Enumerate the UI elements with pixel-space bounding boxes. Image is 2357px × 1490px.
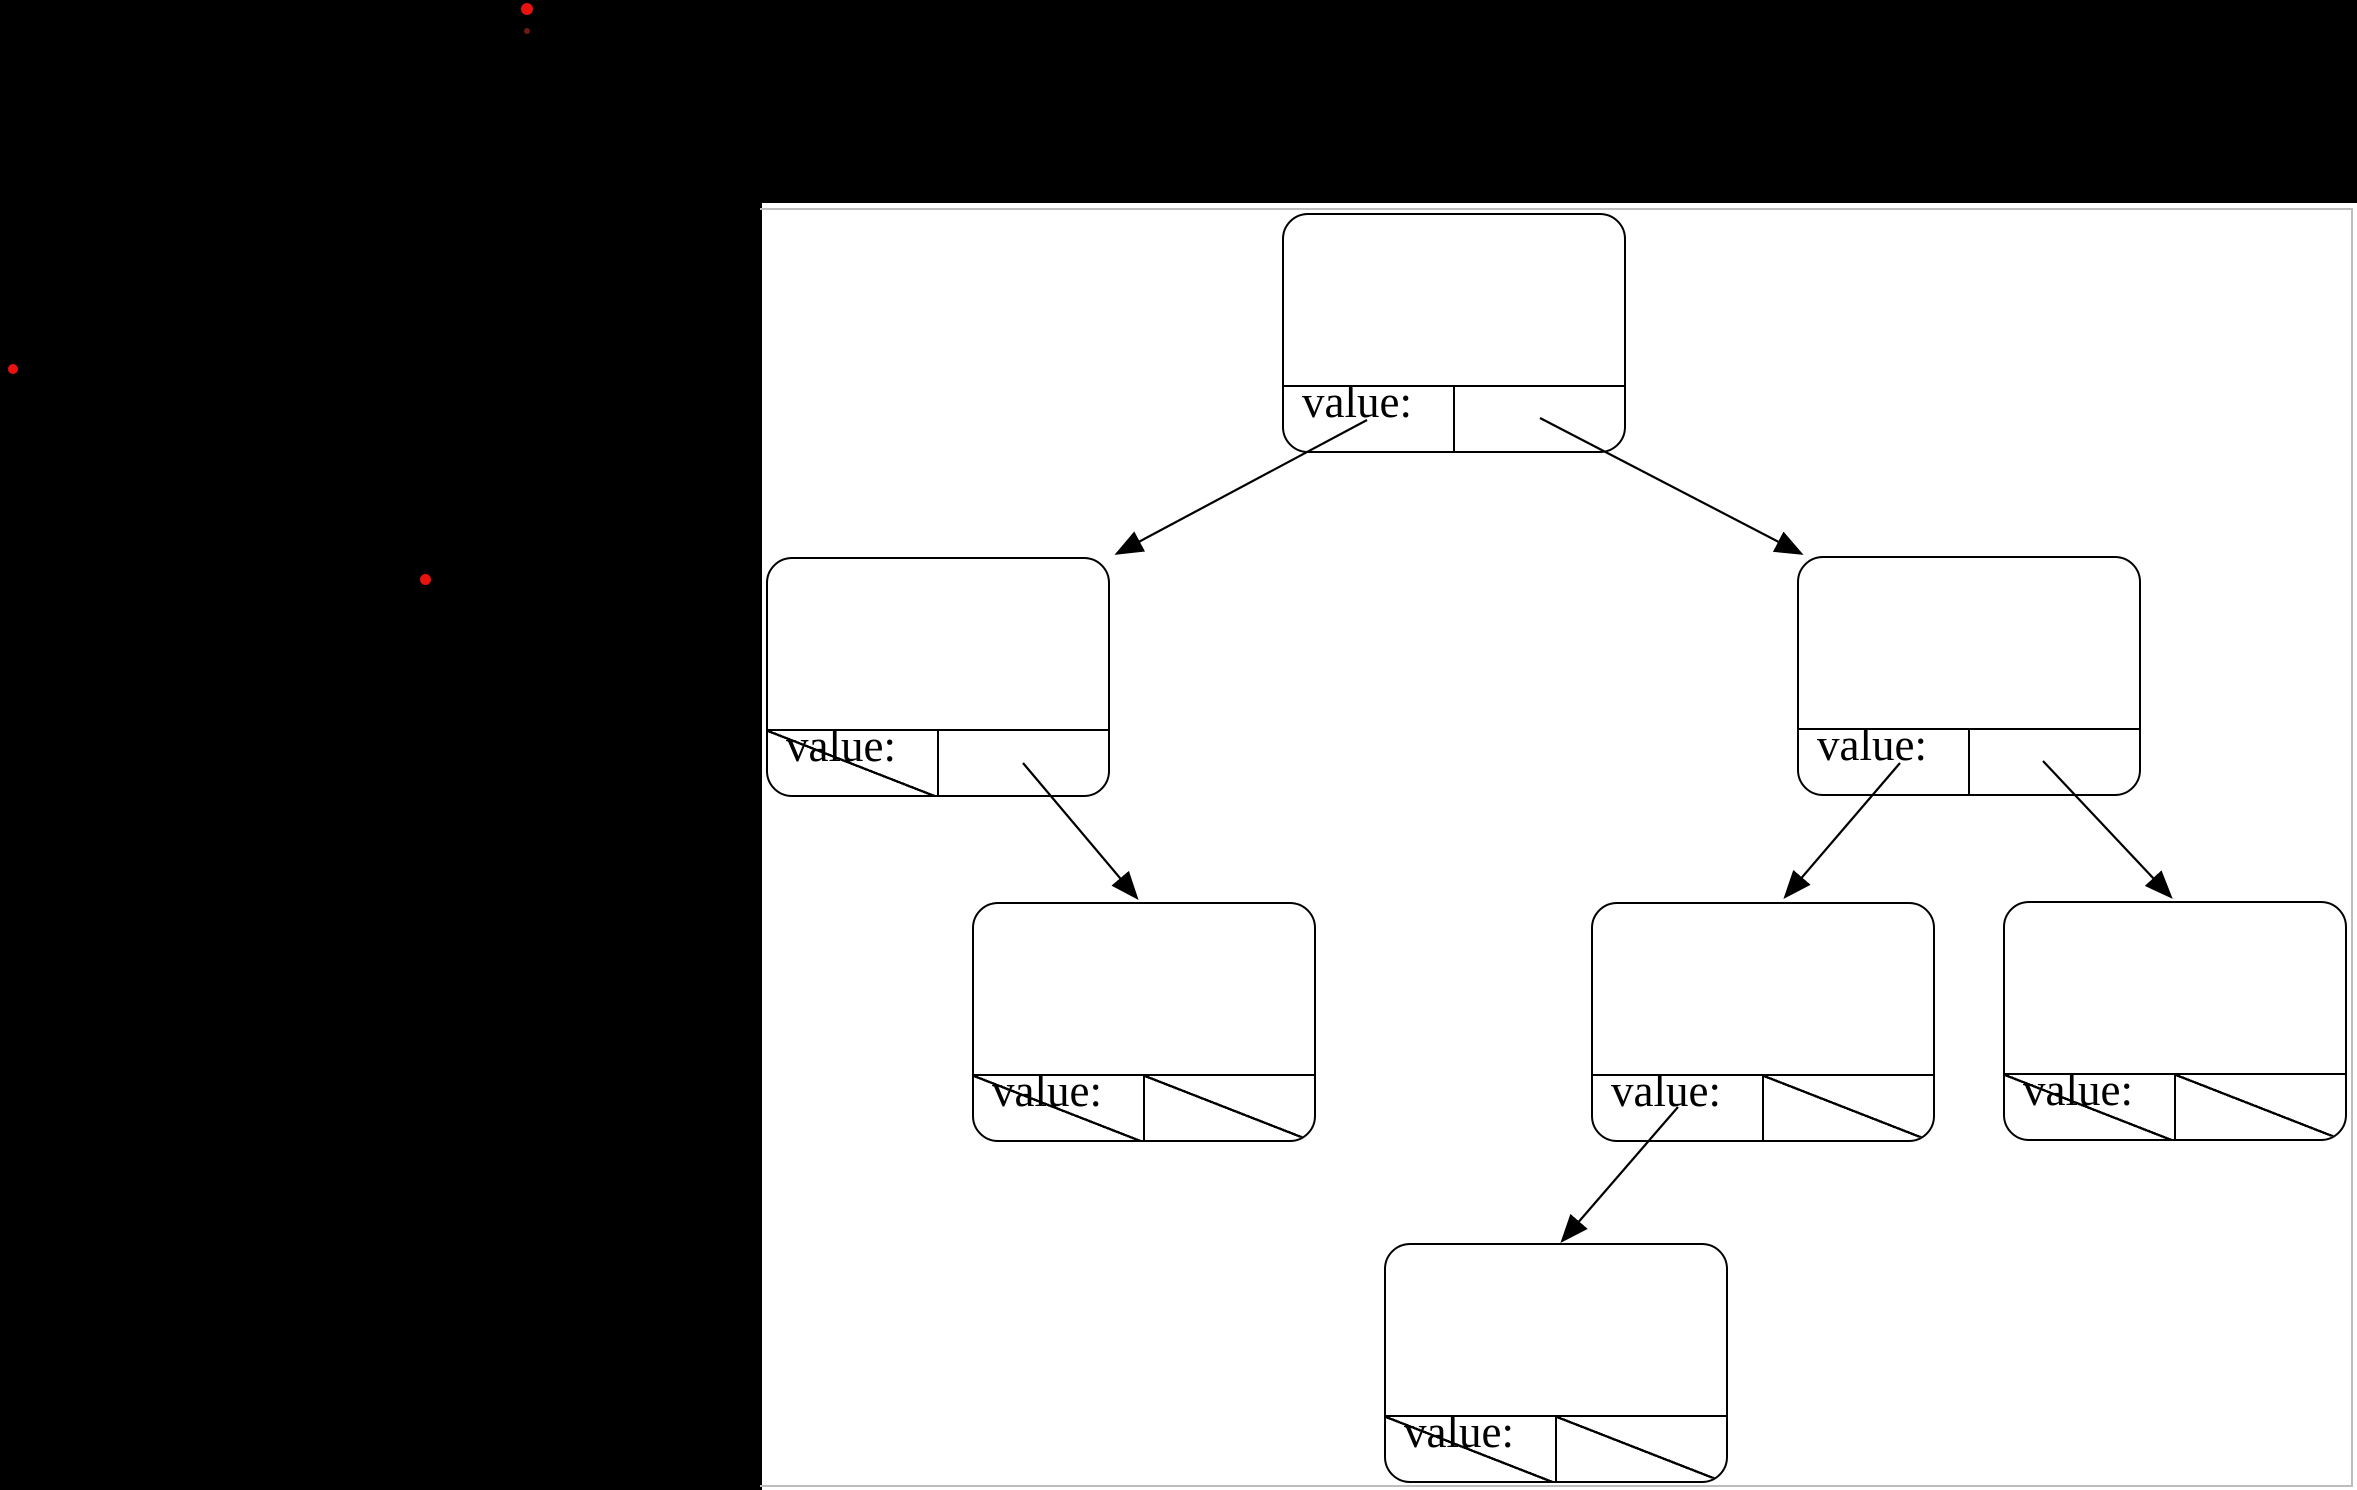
- pointer-cells: [974, 1074, 1314, 1140]
- null-slash-icon: [1557, 1417, 1726, 1481]
- pointer-cells: [1284, 385, 1624, 451]
- right-pointer-cell: [1970, 730, 2139, 794]
- node-fields: value: color:: [1799, 558, 2139, 770]
- left-pointer-cell: [1593, 1076, 1764, 1140]
- red-dot-1-small: [524, 28, 530, 34]
- null-slash-icon: [1386, 1417, 1555, 1481]
- tree-node-bottom: value: color:: [1384, 1243, 1728, 1483]
- node-fields: value: color:: [1386, 1245, 1726, 1457]
- pointer-cells: [2005, 1073, 2345, 1139]
- node-fields: value: color:: [974, 904, 1314, 1116]
- node-fields: value: color:: [2005, 903, 2345, 1115]
- tree-node-right-child: value: color:: [1797, 556, 2141, 796]
- tree-node-left-child: value: color:: [766, 557, 1110, 797]
- value-label: value:: [1817, 720, 1927, 770]
- right-pointer-cell: [939, 731, 1108, 795]
- null-slash-icon: [2005, 1075, 2174, 1139]
- left-pointer-cell: [1284, 387, 1455, 451]
- diagram-page: value: color: value: color:: [760, 203, 2357, 1490]
- value-label: value:: [1302, 377, 1412, 427]
- node-fields: value: color:: [1284, 215, 1624, 427]
- pointer-cells: [1386, 1415, 1726, 1481]
- tree-node-left-right-grandchild: value: color:: [972, 902, 1316, 1142]
- red-dot-3: [420, 574, 431, 585]
- pointer-cells: [768, 729, 1108, 795]
- left-pointer-cell: [1386, 1417, 1557, 1481]
- left-pointer-cell: [2005, 1075, 2176, 1139]
- null-slash-icon: [974, 1076, 1143, 1140]
- red-dot-1: [521, 3, 533, 15]
- right-pointer-cell: [1764, 1076, 1933, 1140]
- node-fields: value: color:: [768, 559, 1108, 771]
- right-pointer-cell: [1557, 1417, 1726, 1481]
- null-slash-icon: [2176, 1075, 2345, 1139]
- left-pointer-cell: [974, 1076, 1145, 1140]
- red-dot-2: [8, 364, 18, 374]
- tree-node-right-left-grandchild: value: color:: [1591, 902, 1935, 1142]
- null-slash-icon: [1145, 1076, 1314, 1140]
- null-slash-icon: [768, 731, 937, 795]
- right-pointer-cell: [1145, 1076, 1314, 1140]
- right-pointer-cell: [1455, 387, 1624, 451]
- left-pointer-cell: [768, 731, 939, 795]
- tree-node-right-right-grandchild: value: color:: [2003, 901, 2347, 1141]
- node-fields: value: color:: [1593, 904, 1933, 1116]
- pointer-cells: [1593, 1074, 1933, 1140]
- tree-node-root: value: color:: [1282, 213, 1626, 453]
- pointer-cells: [1799, 728, 2139, 794]
- left-pointer-cell: [1799, 730, 1970, 794]
- right-pointer-cell: [2176, 1075, 2345, 1139]
- null-slash-icon: [1764, 1076, 1933, 1140]
